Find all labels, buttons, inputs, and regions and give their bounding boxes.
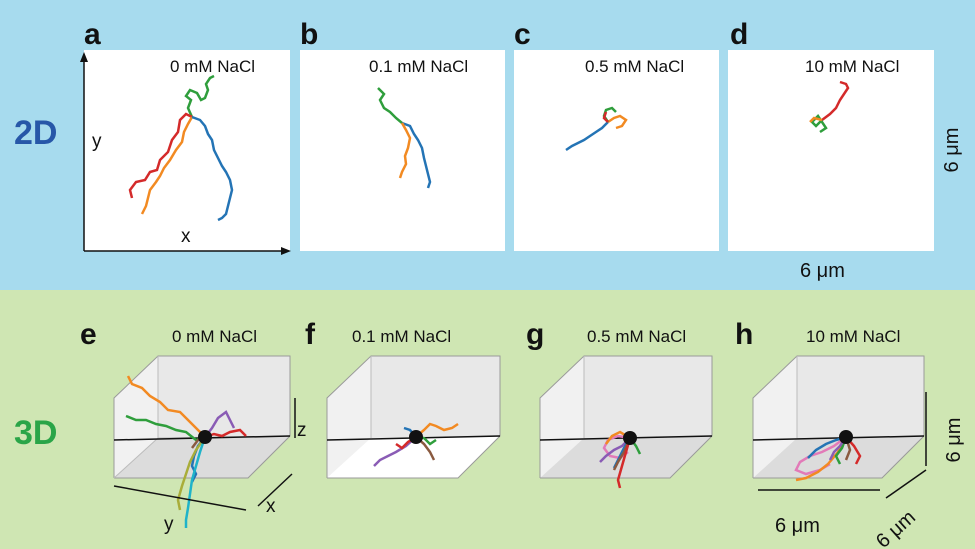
panel-d: d 10 mM NaCl xyxy=(728,18,934,251)
trajectory-orange xyxy=(126,375,206,438)
panel-e: e 0 mM NaCl z y x xyxy=(80,318,307,535)
panel-b: b 0.1 mM NaCl xyxy=(300,18,505,251)
panel-letter-e: e xyxy=(80,318,97,351)
box-floor xyxy=(753,436,924,478)
panel-letter-c: c xyxy=(514,18,531,51)
panel-a: a 0 mM NaCl y x xyxy=(80,18,291,255)
panel-c-plot-area xyxy=(514,50,719,251)
box-left-wall xyxy=(327,356,371,478)
panel-h: h 10 mM NaCl xyxy=(735,318,927,499)
trajectory-blue xyxy=(565,121,609,152)
trajectory-red xyxy=(128,112,193,199)
box-back-wall xyxy=(584,356,712,438)
panel-f: f 0.1 mM NaCl xyxy=(305,318,501,479)
trajectory-purple xyxy=(373,436,417,467)
trajectory-olive xyxy=(176,436,207,511)
axis-label-y: y xyxy=(164,514,174,535)
box-back-wall xyxy=(158,356,290,438)
trajectory-green xyxy=(125,414,206,442)
condition-label-a: 0 mM NaCl xyxy=(170,57,255,76)
axis-label-z: z xyxy=(297,420,307,441)
bead-marker xyxy=(839,430,853,444)
panel-letter-f: f xyxy=(305,318,316,351)
panel-letter-h: h xyxy=(735,318,753,351)
box-floor xyxy=(114,436,290,478)
scale-label-horizontal-3d: 6 μm xyxy=(775,515,820,537)
panel-letter-b: b xyxy=(300,18,318,51)
panel-g: g 0.5 mM NaCl xyxy=(526,318,713,489)
trajectory-orange xyxy=(140,116,194,215)
panel-c: c 0.5 mM NaCl xyxy=(514,18,719,251)
box-floor xyxy=(327,436,500,478)
box-back-wall xyxy=(371,356,500,438)
panel-letter-a: a xyxy=(84,18,101,51)
axis-label-x: x xyxy=(266,496,276,517)
bead-marker xyxy=(198,430,212,444)
condition-label-b: 0.1 mM NaCl xyxy=(369,57,468,76)
trajectory-pink xyxy=(794,436,847,476)
bead-marker xyxy=(623,431,637,445)
box-outline xyxy=(752,355,925,479)
panel-b-plot-area xyxy=(300,50,505,251)
trajectory-orange xyxy=(398,122,412,179)
panel-d-plot-area xyxy=(728,50,934,251)
x-axis-line xyxy=(257,473,293,507)
trajectory-purple xyxy=(599,437,631,463)
axis-label-x: x xyxy=(181,226,191,247)
trajectory-orange xyxy=(415,422,459,438)
scale-label-vertical-3d: 6 μm xyxy=(943,418,965,463)
panel-letter-g: g xyxy=(526,318,544,351)
box-edge xyxy=(113,437,159,479)
scale-label-horizontal: 6 μm xyxy=(800,260,845,282)
box-outline xyxy=(539,355,713,479)
trajectory-purple xyxy=(204,410,236,438)
box-floor xyxy=(540,436,712,478)
panel-letter-d: d xyxy=(730,18,748,51)
y-axis-line xyxy=(113,485,247,511)
trajectory-orange xyxy=(809,116,823,123)
box-outline xyxy=(113,355,291,479)
scale-label-vertical: 6 μm xyxy=(941,128,963,173)
box-back-wall xyxy=(797,356,924,438)
axis-label-y: y xyxy=(92,131,102,152)
condition-label-g: 0.5 mM NaCl xyxy=(587,327,686,346)
trajectory-green xyxy=(377,87,403,124)
y-axis-arrow-icon xyxy=(80,52,88,62)
trajectory-green xyxy=(184,74,215,118)
panel-a-plot-area xyxy=(84,50,290,251)
box-outline xyxy=(326,355,501,479)
condition-label-e: 0 mM NaCl xyxy=(172,327,257,346)
trajectory-red xyxy=(821,80,850,121)
trajectory-blue xyxy=(401,121,432,189)
row-label-2d: 2D xyxy=(14,114,57,152)
trajectory-orange xyxy=(607,114,628,130)
trajectory-red xyxy=(602,111,609,123)
condition-label-f: 0.1 mM NaCl xyxy=(352,327,451,346)
condition-label-d: 10 mM NaCl xyxy=(805,57,899,76)
bead-marker xyxy=(409,430,423,444)
x-axis-arrow-icon xyxy=(281,247,291,255)
box-left-wall xyxy=(753,356,797,478)
box-left-wall xyxy=(540,356,584,478)
trajectory-red xyxy=(616,437,632,489)
row-label-3d: 3D xyxy=(14,414,57,452)
trajectory-blue xyxy=(191,115,234,222)
scale-bar-depth xyxy=(885,469,927,499)
trajectory-cyan xyxy=(184,436,207,528)
condition-label-c: 0.5 mM NaCl xyxy=(585,57,684,76)
scale-label-depth-3d: 6 μm xyxy=(872,506,920,549)
trajectory-red xyxy=(204,428,247,439)
condition-label-h: 10 mM NaCl xyxy=(806,327,900,346)
